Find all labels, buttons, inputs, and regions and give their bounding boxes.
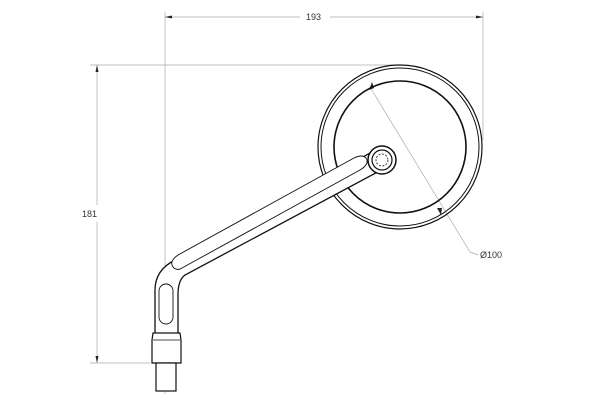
- dimension-arrows: [95, 15, 483, 363]
- mirror-head: [317, 64, 483, 230]
- mirror-arm: [154, 147, 392, 336]
- adjustment-knob: [367, 145, 397, 175]
- diameter-dimension-label: Ø100: [478, 250, 505, 260]
- threaded-mount: [151, 332, 182, 392]
- height-dimension-label: 181: [80, 209, 100, 219]
- width-dimension-label: 193: [304, 12, 324, 22]
